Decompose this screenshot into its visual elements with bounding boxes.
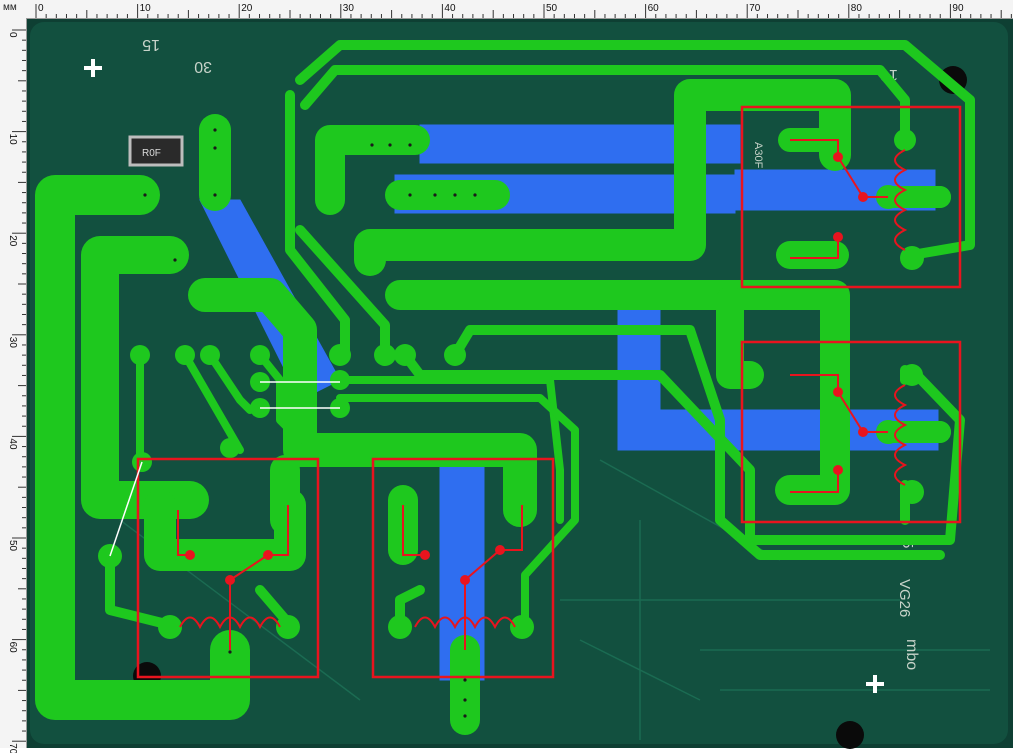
ruler-y-label: 70 bbox=[7, 743, 18, 753]
ruler-horizontal[interactable]: мм 0 10 20 30 40 50 60 70 80 90 bbox=[0, 0, 1013, 19]
pads bbox=[98, 129, 951, 639]
ruler-x-label: 60 bbox=[648, 3, 660, 14]
ruler-y-label: 30 bbox=[7, 337, 18, 349]
ruler-x-label: 70 bbox=[749, 3, 761, 14]
silkscreen-30: 30 bbox=[194, 58, 212, 75]
ruler-y-label: 50 bbox=[7, 540, 18, 552]
ruler-x-label: 90 bbox=[952, 3, 964, 14]
traces bbox=[35, 40, 975, 735]
ruler-x-label: 50 bbox=[546, 3, 558, 14]
silkscreen-vg26: VG26 bbox=[896, 579, 913, 617]
silkscreen-mbo: mbo bbox=[903, 639, 920, 670]
silkscreen-a30f: A30F bbox=[752, 142, 764, 169]
ruler-y-label: 40 bbox=[7, 438, 18, 450]
ruler-horizontal-ticks: 0 10 20 30 40 50 60 70 80 90 bbox=[35, 3, 1012, 18]
ruler-x-label: 10 bbox=[140, 3, 152, 14]
ruler-x-label: 30 bbox=[343, 3, 355, 14]
marker-dots bbox=[185, 152, 868, 585]
ruler-y-label: 0 bbox=[7, 32, 18, 38]
ruler-x-label: 20 bbox=[241, 3, 253, 14]
resistor-r0f: R0F bbox=[128, 135, 184, 167]
mounting-marks bbox=[84, 59, 884, 693]
silkscreen-15: 15 bbox=[142, 36, 160, 53]
ruler-x-label: 40 bbox=[444, 3, 456, 14]
ruler-vertical-ticks: 0 10 20 30 40 50 60 70 bbox=[7, 29, 26, 753]
inductor-coils bbox=[177, 139, 908, 650]
resistor-r0f-label: R0F bbox=[142, 148, 161, 159]
via-dots bbox=[143, 128, 477, 718]
pcb-canvas[interactable]: 15 30 16 5 VG26 mbo A30F R0F bbox=[27, 19, 1013, 749]
ruler-x-label: 80 bbox=[851, 3, 863, 14]
component-outlines bbox=[136, 105, 962, 679]
ruler-y-label: 10 bbox=[7, 134, 18, 146]
ruler-y-label: 60 bbox=[7, 642, 18, 654]
jumper-wires bbox=[109, 381, 340, 557]
ruler-vertical[interactable]: 0 10 20 30 40 50 60 70 bbox=[0, 18, 27, 753]
ruler-x-label: 0 bbox=[38, 3, 44, 14]
ruler-y-label: 20 bbox=[7, 235, 18, 247]
ruler-unit-label: мм bbox=[3, 2, 17, 13]
